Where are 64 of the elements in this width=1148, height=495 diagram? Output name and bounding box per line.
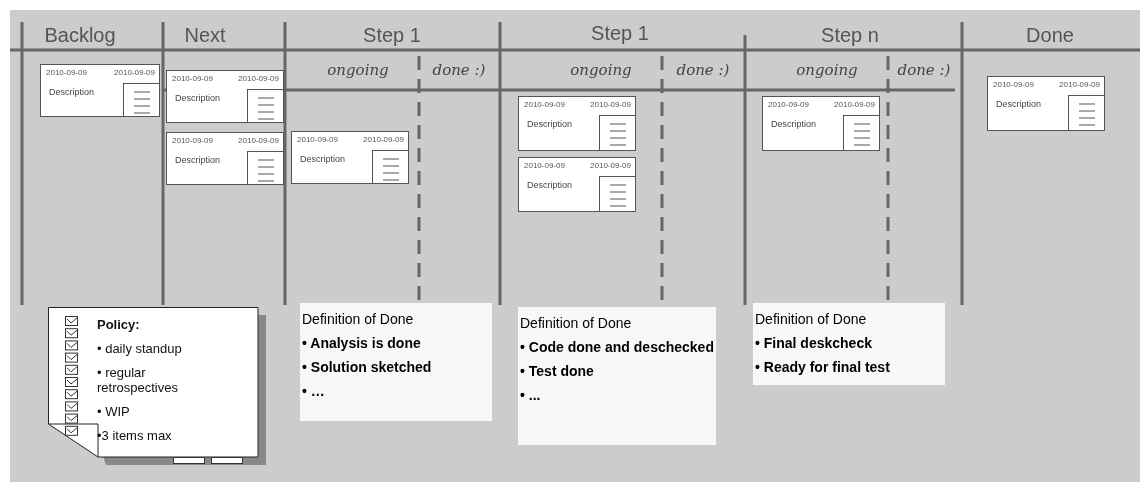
date-text: 2010-09-09 xyxy=(172,74,213,83)
checklist-item: • Test done xyxy=(520,363,595,379)
description-text: Description xyxy=(175,155,221,165)
sub-column-heading: done :) xyxy=(897,61,951,79)
policy-item: •3 items max xyxy=(97,428,173,443)
date-text: 2010-09-09 xyxy=(993,80,1034,89)
definition-of-done-box xyxy=(753,303,945,385)
description-text: Description xyxy=(996,99,1042,109)
box-heading: Definition of Done xyxy=(520,315,633,331)
description-text: Description xyxy=(771,119,817,129)
date-text: 2010-09-09 xyxy=(114,68,155,77)
date-text: 2010-09-09 xyxy=(590,161,631,170)
description-text: Description xyxy=(49,87,95,97)
description-text: Description xyxy=(527,180,573,190)
date-text: 2010-09-09 xyxy=(524,161,565,170)
task-card xyxy=(40,64,160,117)
column-heading: Step 1 xyxy=(363,24,421,47)
column-heading: Step n xyxy=(821,24,879,47)
date-text: 2010-09-09 xyxy=(524,100,565,109)
description-text: Description xyxy=(175,93,221,103)
sub-column-heading: done :) xyxy=(432,61,486,79)
task-card xyxy=(291,131,409,184)
date-text: 2010-09-09 xyxy=(297,135,338,144)
checklist-item: • Code done and deschecked xyxy=(520,339,714,355)
policy-item: • daily standup xyxy=(97,341,183,356)
checklist-item: • Ready for final test xyxy=(755,359,891,375)
checklist-item: • … xyxy=(302,383,326,399)
column-heading: Backlog xyxy=(44,24,116,47)
date-text: 2010-09-09 xyxy=(46,68,87,77)
description-text: Description xyxy=(300,154,346,164)
date-text: 2010-09-09 xyxy=(834,100,875,109)
definition-of-done-box xyxy=(518,307,716,445)
checklist-item: • Solution sketched xyxy=(302,359,433,375)
checklist-item: • Final deskcheck xyxy=(755,335,873,351)
date-text: 2010-09-09 xyxy=(238,136,279,145)
sub-column-heading: done :) xyxy=(676,61,730,79)
policy-item: • WIP xyxy=(97,404,131,419)
date-text: 2010-09-09 xyxy=(768,100,809,109)
note-heading: Policy: xyxy=(97,317,141,332)
task-card xyxy=(987,76,1105,131)
column-heading: Done xyxy=(1026,24,1074,47)
date-text: 2010-09-09 xyxy=(1059,80,1100,89)
column-heading: Step 1 xyxy=(591,22,649,45)
sub-column-heading: ongoing xyxy=(796,61,858,79)
date-text: 2010-09-09 xyxy=(590,100,631,109)
date-text: 2010-09-09 xyxy=(172,136,213,145)
description-text: Description xyxy=(527,119,573,129)
checklist-item: • Analysis is done xyxy=(302,335,422,351)
policy-item: • regular retrospectives xyxy=(97,365,179,395)
box-heading: Definition of Done xyxy=(302,311,415,327)
sub-column-heading: ongoing xyxy=(327,61,389,79)
sub-column-heading: ongoing xyxy=(570,61,632,79)
checklist-item: • ... xyxy=(520,387,542,403)
policy-note xyxy=(48,307,266,465)
task-card xyxy=(166,70,284,123)
task-card xyxy=(518,96,636,151)
task-card xyxy=(518,157,636,212)
box-heading: Definition of Done xyxy=(755,311,868,327)
date-text: 2010-09-09 xyxy=(238,74,279,83)
task-card xyxy=(166,132,284,185)
date-text: 2010-09-09 xyxy=(363,135,404,144)
definition-of-done-box xyxy=(300,303,492,421)
column-heading: Next xyxy=(184,24,226,47)
task-card xyxy=(762,96,880,151)
